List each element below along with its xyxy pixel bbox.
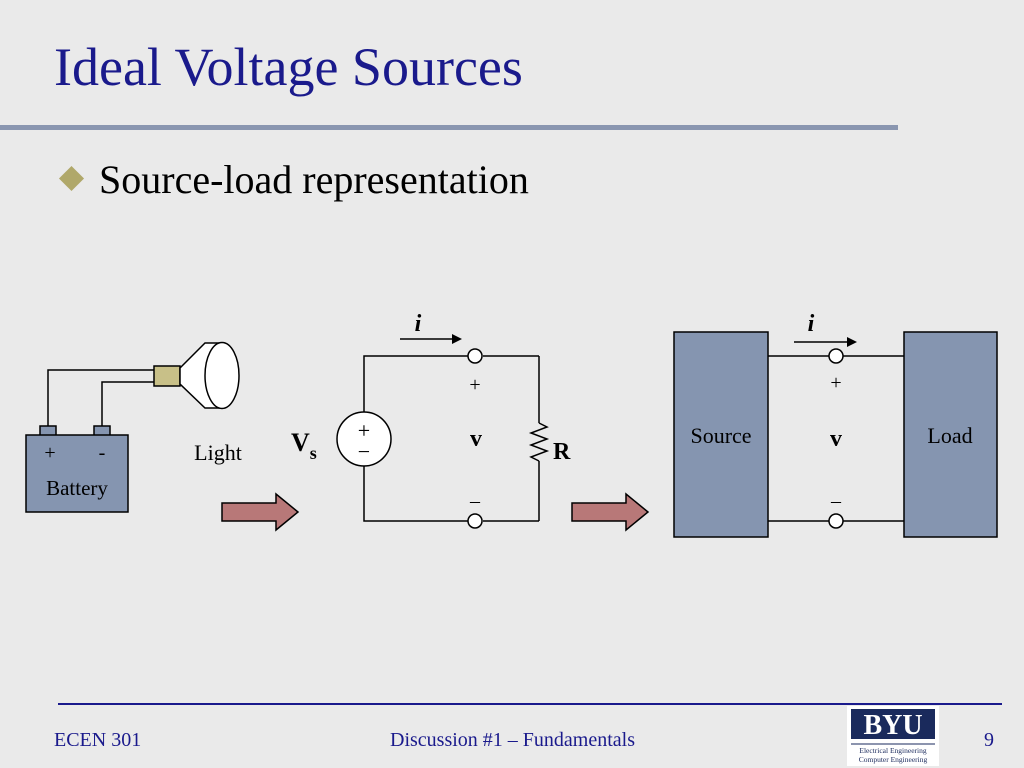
resistor-r (528, 422, 550, 462)
svg-text:Computer Engineering: Computer Engineering (859, 755, 928, 764)
load-label: Load (927, 423, 972, 448)
title-underline (0, 125, 898, 130)
block-voltage-label: v (830, 426, 842, 452)
bullet-item: Source-load representation (58, 160, 529, 200)
block-current-label: i (808, 311, 815, 337)
circuit-current-label: i (415, 311, 422, 337)
footer-rule (58, 703, 1002, 705)
transition-arrow-2 (571, 492, 650, 532)
source-block (673, 331, 769, 538)
block-minus-label: – (830, 490, 842, 512)
bullet-text: Source-load representation (99, 157, 529, 202)
circuit-plus-label: + (469, 374, 480, 396)
current-arrow-icon (452, 334, 462, 344)
bulb-lens (204, 341, 240, 410)
resistor-label: R (553, 439, 571, 465)
vs-r-circuit: i + − + v – Vs R (291, 311, 571, 529)
block-top-terminal (828, 348, 844, 364)
block-bottom-terminal (828, 513, 844, 529)
battery-minus-label: - (99, 442, 106, 464)
source-load-blocks: Source Load i + v – (673, 311, 998, 538)
page-number: 9 (984, 729, 994, 751)
svg-text:Electrical Engineering: Electrical Engineering (859, 746, 927, 755)
bottom-terminal (467, 513, 483, 529)
transition-arrow-1 (221, 492, 300, 532)
light-label: Light (194, 440, 242, 465)
svg-text:BYU: BYU (863, 710, 922, 741)
source-label: Source (690, 423, 751, 448)
voltage-source-vs (336, 411, 392, 467)
source-minus-label: − (358, 439, 370, 464)
source-plus-label: + (358, 418, 370, 443)
circuit-voltage-label: v (470, 426, 482, 452)
circuit-minus-label: – (469, 490, 481, 512)
top-terminal (467, 348, 483, 364)
battery-plus-label: + (44, 442, 55, 464)
battery-label: Battery (46, 476, 108, 500)
block-current-arrow-icon (847, 337, 857, 347)
slide-title: Ideal Voltage Sources (54, 37, 523, 97)
battery-body (25, 434, 129, 513)
diamond-bullet-icon (58, 165, 85, 191)
load-block (903, 331, 998, 538)
byu-logo: BYU Electrical Engineering Computer Engi… (847, 706, 939, 766)
vs-label: Vs (291, 428, 317, 463)
bulb-socket (153, 365, 181, 387)
footer-course: ECEN 301 (54, 729, 142, 751)
block-plus-label: + (830, 372, 841, 394)
battery-light-group: + - Battery Light (25, 341, 242, 513)
footer-lecture: Discussion #1 – Fundamentals (390, 729, 635, 751)
